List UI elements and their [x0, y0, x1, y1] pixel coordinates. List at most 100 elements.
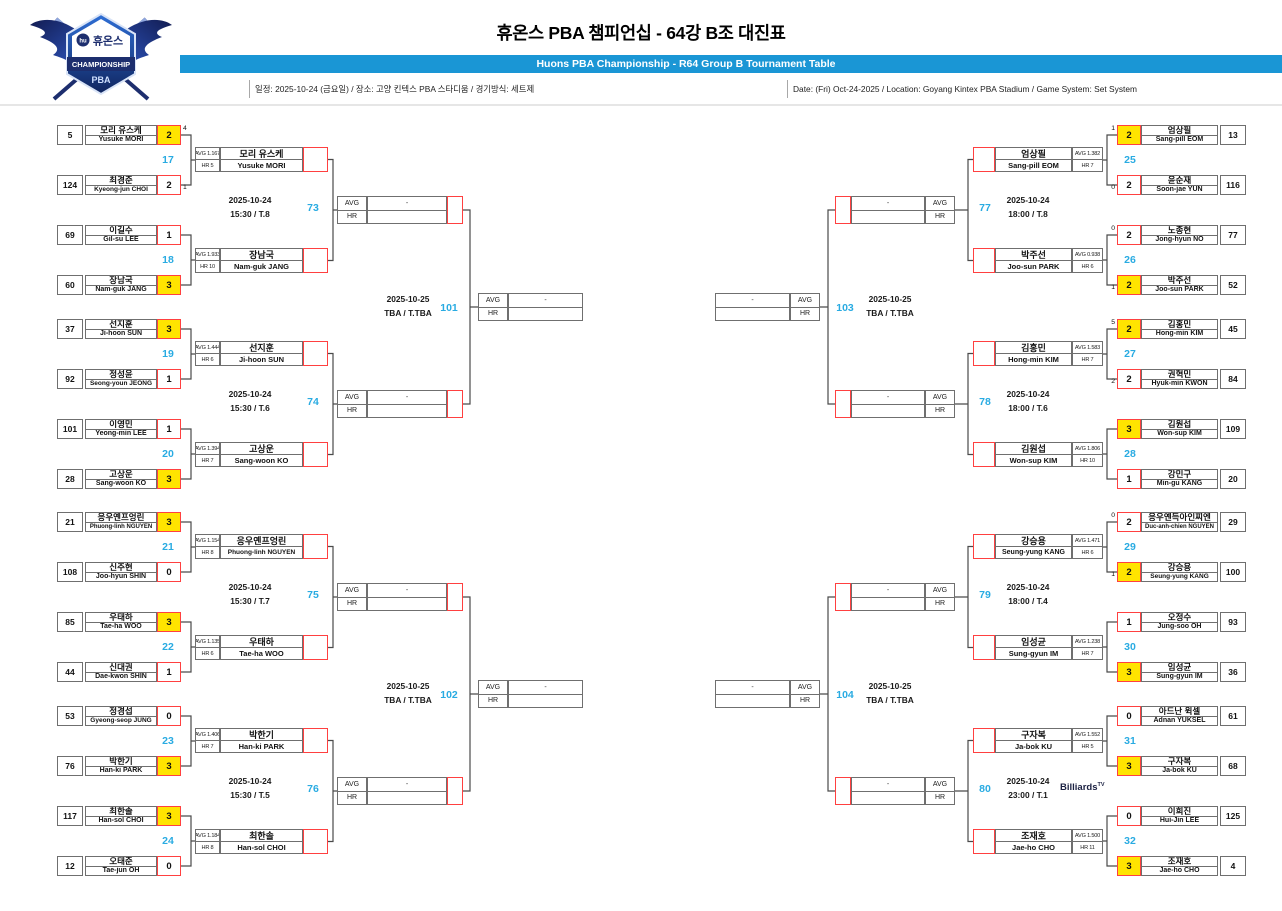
player-name-kr: 모리 유스케 [239, 149, 284, 159]
stats-box: AVG 1.806 HR 10 [1072, 442, 1103, 467]
avg-value: AVG 1.444 [196, 344, 219, 351]
score-cell: 3 [157, 512, 181, 532]
score-cell [303, 534, 328, 559]
player-name-kr: 노종현 [1167, 226, 1192, 235]
player-name-en: Hyuk-min KWON [1142, 378, 1217, 389]
score-cell: 2 [1117, 175, 1141, 195]
hr-value: HR 7 [1073, 353, 1102, 365]
hr-value: HR 7 [196, 740, 219, 752]
empty-value [509, 306, 582, 321]
empty-value [716, 306, 789, 321]
avg-value: AVG 1.154 [196, 537, 219, 544]
player-name-en: Joo-sun PARK [996, 260, 1071, 272]
player-name-en: Ja-bok KU [1142, 765, 1217, 776]
value-box: - [508, 293, 583, 321]
seed-number: 52 [1220, 275, 1246, 295]
value-box: - [367, 583, 447, 611]
avg-label: AVG [344, 586, 360, 594]
avg-value: AVG 0.938 [1074, 251, 1101, 258]
tiebreak-score: 1 [1111, 284, 1115, 291]
score-cell: 3 [157, 319, 181, 339]
player-name-kr: 아드난 윅셀 [1158, 707, 1201, 716]
player-name-kr: 강승용 [1021, 536, 1046, 546]
value-box: - [851, 390, 925, 418]
hr-value: HR 10 [1073, 454, 1102, 466]
seed-number: 93 [1220, 612, 1246, 632]
seed-number: 44 [57, 662, 83, 682]
empty-value: - [751, 296, 754, 304]
empty-value [852, 403, 924, 418]
player-name-kr: 응우옌프엉린 [236, 536, 287, 546]
match-number: 24 [162, 834, 174, 847]
match-number: 101 [440, 301, 458, 314]
avg-value: AVG 1.583 [1074, 344, 1101, 351]
value-box: - [715, 293, 790, 321]
seed-number: 69 [57, 225, 83, 245]
avg-label: AVG [932, 586, 948, 594]
score-cell [973, 534, 995, 559]
score-cell: 2 [1117, 225, 1141, 245]
score-cell: 3 [157, 275, 181, 295]
score-cell [835, 777, 851, 805]
score-cell: 3 [1117, 419, 1141, 439]
hr-value: HR 6 [1073, 546, 1102, 558]
player-name-en: Won-sup KIM [1142, 428, 1217, 439]
match-date: 2025-10-25 [386, 681, 430, 691]
player-name-en: Hong-min KIM [996, 353, 1071, 365]
score-cell: 2 [157, 125, 181, 145]
player-name-en: Hong-min KIM [1142, 328, 1217, 339]
match-number: 77 [979, 202, 991, 214]
seed-number: 28 [57, 469, 83, 489]
player-name-kr: 엄상필 [1167, 126, 1192, 135]
hr-label: HR [338, 790, 366, 805]
tiebreak-score: 0 [1111, 184, 1115, 191]
player-name-kr: 윤순재 [1167, 176, 1192, 185]
player-name-kr: 모리 유스케 [100, 126, 142, 135]
match-number: 79 [979, 589, 991, 601]
score-cell [303, 248, 328, 273]
player-name-kr: 김원섭 [1021, 444, 1046, 454]
match-time-table: 15:30 / T.8 [230, 208, 270, 219]
player-name-en: Han-sol CHOI [221, 841, 302, 853]
event-info-english: Date: (Fri) Oct-24-2025 / Location: Goya… [787, 80, 1137, 98]
player-name-kr: 조재호 [1167, 857, 1192, 866]
tiebreak-score: 0 [1111, 512, 1115, 519]
score-cell: 2 [157, 175, 181, 195]
player-name-kr: 응우옌프엉린 [97, 513, 145, 522]
hr-label: HR [338, 403, 366, 418]
seed-number: 85 [57, 612, 83, 632]
value-box: - [851, 583, 925, 611]
player-name-en: Sung-gyun IM [1142, 671, 1217, 682]
score-cell: 0 [157, 856, 181, 876]
avg-label: AVG [932, 199, 948, 207]
seed-number: 77 [1220, 225, 1246, 245]
player-name-en: Nam-guk JANG [221, 260, 302, 272]
match-number: 21 [162, 540, 174, 553]
match-number: 32 [1124, 834, 1136, 847]
player-name-en: Jae-ho CHO [1142, 865, 1217, 876]
avg-value: AVG 1.806 [1074, 445, 1101, 452]
player-name-kr: 이길수 [109, 226, 133, 235]
value-box: - [367, 390, 447, 418]
seed-number: 84 [1220, 369, 1246, 389]
player-name-en: Kyeong-jun CHOI [86, 184, 156, 195]
logo-band [67, 57, 135, 71]
